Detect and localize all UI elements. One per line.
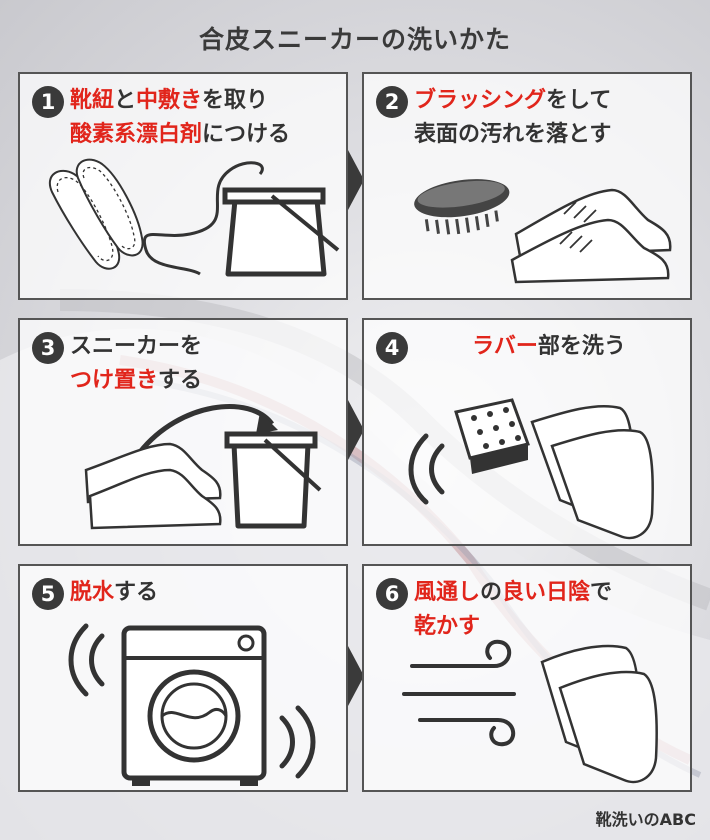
step-caption: 脱水する <box>70 576 338 610</box>
caption-text: 表面の汚れを落とす <box>414 122 612 147</box>
caption-text: スニーカーを <box>70 334 203 359</box>
caption-text: の <box>480 580 503 605</box>
sneakers-into-bucket-illustration <box>84 404 322 530</box>
caption-highlight: ラバー <box>472 334 538 359</box>
caption-highlight: 脱水 <box>70 580 115 605</box>
caption-text: につける <box>202 122 291 147</box>
step-panel-5: 5 脱水する <box>18 564 348 792</box>
caption-highlight: 風通し <box>414 580 481 605</box>
step-panel-1: 1 靴紐と中敷きを取り酸素系漂白剤につける <box>18 72 348 300</box>
step-caption: ブラッシングをして表面の汚れを落とす <box>414 84 682 152</box>
caption-text: する <box>158 368 203 393</box>
page-title: 合皮スニーカーの洗いかた <box>198 25 511 54</box>
step-caption-line: 靴紐と中敷きを取り <box>70 84 338 118</box>
caption-text: を取り <box>202 88 269 113</box>
step-caption-line: 風通しの良い日陰で <box>414 576 682 610</box>
step-panel-3: 3 スニーカーをつけ置きする <box>18 318 348 546</box>
step-panel-2: 2 ブラッシングをして表面の汚れを落とす <box>362 72 692 300</box>
step-panel-6: 6 風通しの良い日陰で乾かす <box>362 564 692 792</box>
caption-highlight: つけ置き <box>70 368 159 393</box>
step-caption-line: ブラッシングをして <box>414 84 682 118</box>
step-caption-line: スニーカーを <box>70 330 338 364</box>
chevron-right-icon <box>348 400 364 460</box>
step-caption: スニーカーをつけ置きする <box>70 330 338 398</box>
step-caption-line: 乾かす <box>414 610 682 644</box>
insole-laces-bucket-illustration <box>49 158 340 277</box>
step-number-badge: 4 <box>376 332 408 364</box>
caption-highlight: 靴紐 <box>70 88 115 113</box>
brush-sneakers-illustration <box>414 179 672 284</box>
step-caption-line: 酸素系漂白剤につける <box>70 118 338 152</box>
caption-text: と <box>114 88 137 113</box>
caption-text: 部を洗う <box>537 334 626 359</box>
step-caption-line: 脱水する <box>70 576 338 610</box>
step-number-badge: 3 <box>32 332 64 364</box>
chevron-right-icon <box>348 646 364 706</box>
step-caption-line: 表面の汚れを落とす <box>414 118 682 152</box>
washing-machine-illustration <box>68 623 316 786</box>
step-caption-line: つけ置きする <box>70 364 338 398</box>
step-panel-4: 4 ラバー部を洗う <box>362 318 692 546</box>
caption-highlight: ブラッシング <box>414 88 547 113</box>
site-credit: 靴洗いのABC <box>595 810 696 829</box>
step-caption: ラバー部を洗う <box>408 330 690 364</box>
caption-text: をして <box>546 88 612 113</box>
caption-text: で <box>590 580 613 605</box>
caption-highlight: 乾かす <box>414 614 481 639</box>
step-number-badge: 6 <box>376 578 408 610</box>
caption-highlight: 酸素系漂白剤 <box>70 122 203 147</box>
step-caption-line: ラバー部を洗う <box>408 330 690 364</box>
caption-text: する <box>114 580 159 605</box>
chevron-right-icon <box>348 150 364 210</box>
step-caption: 風通しの良い日陰で乾かす <box>414 576 682 644</box>
step-number-badge: 2 <box>376 86 408 118</box>
step-number-badge: 1 <box>32 86 64 118</box>
sponge-sneakers-illustration <box>408 398 654 540</box>
caption-highlight: 中敷き <box>136 88 203 113</box>
step-number-badge: 5 <box>32 578 64 610</box>
caption-highlight: 良い日陰 <box>502 580 591 605</box>
step-caption: 靴紐と中敷きを取り酸素系漂白剤につける <box>70 84 338 152</box>
wind-sneakers-illustration <box>402 639 658 784</box>
